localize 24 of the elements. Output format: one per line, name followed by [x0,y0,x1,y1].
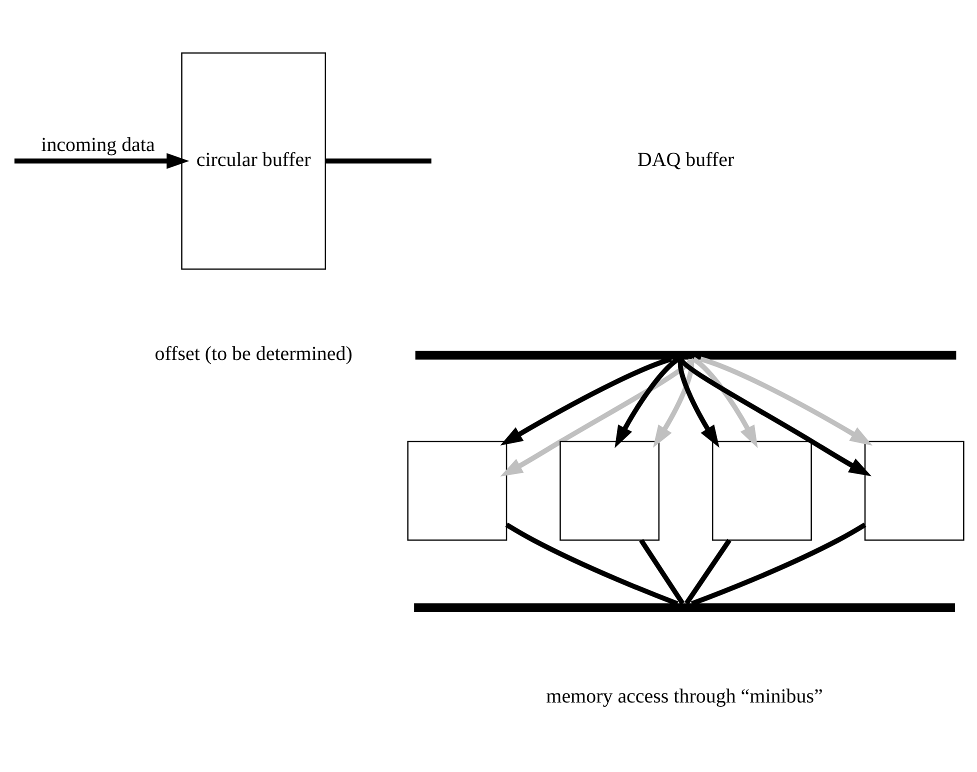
arrow [692,356,758,448]
node-box [864,440,964,540]
node-bar [415,350,956,360]
connector [325,158,432,164]
connector [690,522,866,606]
node-box [712,440,812,540]
node-bar [414,602,955,612]
arrow [14,152,190,168]
connector [639,538,685,604]
arrow [500,357,694,476]
arrow [700,356,873,446]
node-box: circular buffer [181,52,326,270]
edge-label: incoming data [41,133,155,156]
arrow [678,358,720,448]
arrow [678,357,872,476]
arrow [614,356,680,448]
connector [684,538,732,604]
connector [505,522,678,606]
label: memory access through “minibus” [546,684,823,707]
label: offset (to be determined) [154,342,352,365]
node-box [560,440,660,540]
label: DAQ buffer [637,148,734,170]
arrow [653,358,694,448]
node-box [407,440,508,540]
